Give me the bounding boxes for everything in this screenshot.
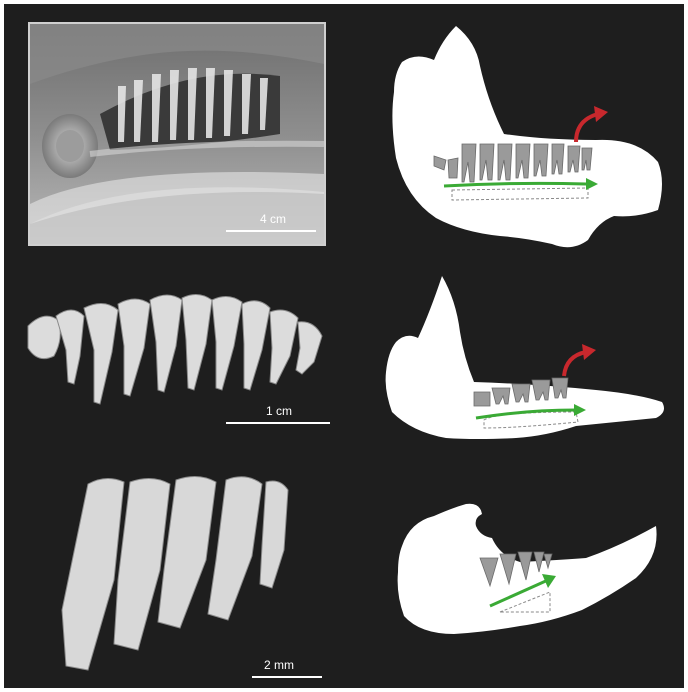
jaw-silhouette-top [392,26,662,247]
incisors-scale-bar [252,676,322,678]
eruption-arrow-middle [564,352,586,376]
incisors-image [48,460,328,684]
incisors-panel: 2 mm [48,460,328,684]
xray-panel: 4 cm [28,22,326,246]
molars-panel: 1 cm [14,286,334,436]
xray-scale-label: 4 cm [260,212,286,226]
figure-canvas: 4 cm 1 cm [4,4,684,688]
jaw-diagram-top [376,22,676,258]
jaw-silhouette-middle [386,276,664,439]
molars-scale-bar [226,422,330,424]
xray-image [30,24,324,244]
jaw-diagram-bottom [390,496,676,644]
jaw-diagram-middle [376,272,676,456]
eruption-arrow-top [576,114,598,142]
incisors-scale-label: 2 mm [264,658,294,672]
molars-scale-label: 1 cm [266,404,292,418]
xray-scale-bar [226,230,316,232]
